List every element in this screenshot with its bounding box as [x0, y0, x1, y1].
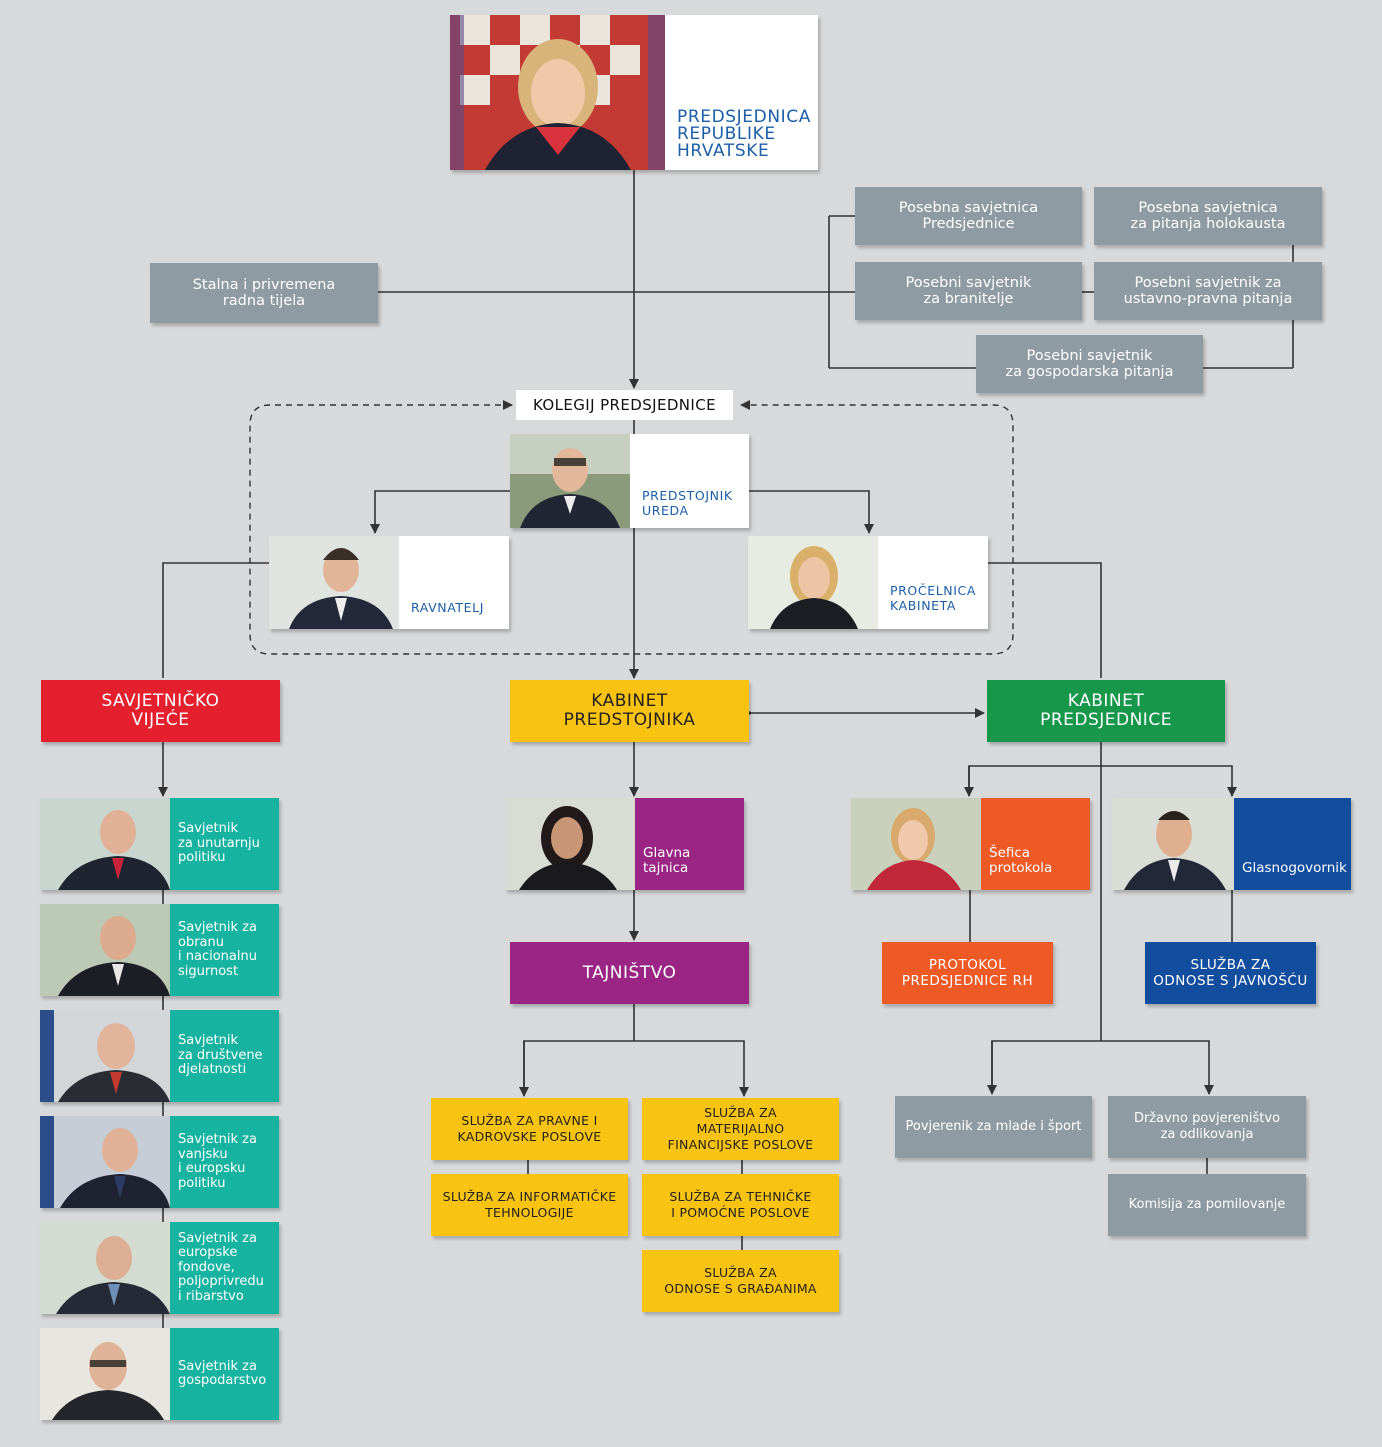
council-member-photo: [40, 1222, 170, 1314]
sluzba-informaticke: SLUŽBA ZA INFORMATIČKE TEHNOLOGIJE: [431, 1174, 628, 1236]
kabinet-predsjednice: KABINET PREDSJEDNICE: [987, 680, 1225, 742]
president-photo: [450, 15, 665, 170]
savjetnicko-vijece: SAVJETNIČKO VIJEĆE: [41, 680, 280, 742]
council-member-label: Savjetnik za vanjsku i europsku politiku: [170, 1116, 279, 1208]
komisija-pomilovanje: Komisija za pomilovanje: [1108, 1174, 1306, 1236]
president-card: PREDSJEDNICA REPUBLIKE HRVATSKE: [450, 15, 818, 170]
council-member-photo: [40, 1116, 170, 1208]
kabinet-predstojnika: KABINET PREDSTOJNIKA: [510, 680, 749, 742]
tajnistvo: TAJNIŠTVO: [510, 942, 749, 1004]
posebna-savjetnica-holokaust: Posebna savjetnica za pitanja holokausta: [1094, 187, 1322, 245]
ravnatelj-card: RAVNATELJ: [269, 536, 509, 629]
council-member-photo: [40, 1010, 170, 1102]
sefica-protokola-title: Šefica protokola: [981, 798, 1090, 890]
povjerenik-mladi-sport: Povjerenik za mlade i šport: [895, 1096, 1092, 1158]
procelnica-photo: [748, 536, 878, 629]
council-member-photo: [40, 904, 170, 996]
sluzba-odnosi-javnost: SLUŽBA ZA ODNOSE S JAVNOŠĆU: [1145, 942, 1316, 1004]
posebna-savjetnica-predsjednice: Posebna savjetnica Predsjednice: [855, 187, 1082, 245]
council-member: Savjetnik za društvene djelatnosti: [40, 1010, 279, 1102]
kolegij-label: KOLEGIJ PREDSJEDNICE: [516, 390, 733, 420]
sefica-protokola-photo: [851, 798, 981, 890]
sefica-protokola-card: Šefica protokola: [851, 798, 1090, 890]
council-member-label: Savjetnik za unutarnju politiku: [170, 798, 279, 890]
sluzba-materijalno-financijske: SLUŽBA ZA MATERIJALNO FINANCIJSKE POSLOV…: [642, 1098, 839, 1160]
glasnogovornik-title: Glasnogovornik: [1234, 798, 1351, 890]
predstojnik-title: PREDSTOJNIK UREDA: [630, 434, 749, 528]
stalna-radna-tijela: Stalna i privremena radna tijela: [150, 263, 378, 323]
procelnica-card: PROČELNICA KABINETA: [748, 536, 988, 629]
council-member: Savjetnik za unutarnju politiku: [40, 798, 279, 890]
predstojnik-photo: [510, 434, 630, 528]
council-member-label: Savjetnik za gospodarstvo: [170, 1328, 279, 1420]
procelnica-title: PROČELNICA KABINETA: [878, 536, 988, 629]
posebni-savjetnik-branitelji: Posebni savjetnik za branitelje: [855, 262, 1082, 320]
council-member: Savjetnik za obranu i nacionalnu sigurno…: [40, 904, 279, 996]
council-member-label: Savjetnik za obranu i nacionalnu sigurno…: [170, 904, 279, 996]
predstojnik-card: PREDSTOJNIK UREDA: [510, 434, 749, 528]
council-member-label: Savjetnik za europske fondove, poljopriv…: [170, 1222, 279, 1314]
council-member-label: Savjetnik za društvene djelatnosti: [170, 1010, 279, 1102]
sluzba-odnosi-gradjani: SLUŽBA ZA ODNOSE S GRAĐANIMA: [642, 1250, 839, 1312]
council-member: Savjetnik za gospodarstvo: [40, 1328, 279, 1420]
ravnatelj-photo: [269, 536, 399, 629]
sluzba-pravne-kadrovske: SLUŽBA ZA PRAVNE I KADROVSKE POSLOVE: [431, 1098, 628, 1160]
glavna-tajnica-photo: [505, 798, 635, 890]
council-member-photo: [40, 1328, 170, 1420]
glasnogovornik-photo: [1112, 798, 1234, 890]
council-member: Savjetnik za europske fondove, poljopriv…: [40, 1222, 279, 1314]
council-member: Savjetnik za vanjsku i europsku politiku: [40, 1116, 279, 1208]
glavna-tajnica-title: Glavna tajnica: [635, 798, 744, 890]
sluzba-tehnicke-pomocne: SLUŽBA ZA TEHNIČKE I POMOĆNE POSLOVE: [642, 1174, 839, 1236]
posebni-savjetnik-gospodarska: Posebni savjetnik za gospodarska pitanja: [976, 335, 1203, 393]
drzavno-povjerenistvo-odlikovanja: Državno povjereništvo za odlikovanja: [1108, 1096, 1306, 1158]
glasnogovornik-card: Glasnogovornik: [1112, 798, 1351, 890]
council-member-photo: [40, 798, 170, 890]
protokol-predsjednice: PROTOKOL PREDSJEDNICE RH: [882, 942, 1053, 1004]
posebni-savjetnik-ustavno: Posebni savjetnik za ustavno-pravna pita…: [1094, 262, 1322, 320]
ravnatelj-title: RAVNATELJ: [399, 536, 509, 629]
glavna-tajnica-card: Glavna tajnica: [505, 798, 744, 890]
president-title: PREDSJEDNICA REPUBLIKE HRVATSKE: [665, 15, 818, 170]
